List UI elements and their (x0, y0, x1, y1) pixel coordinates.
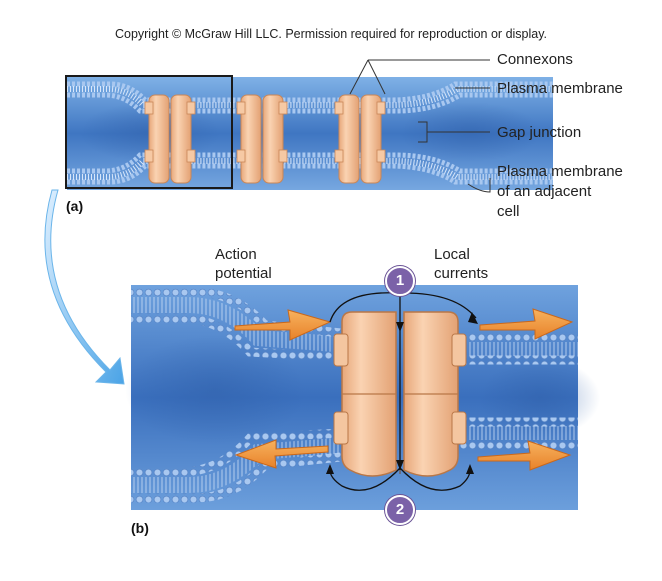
label-plasma-membrane: Plasma membrane (497, 80, 623, 97)
gap-junction-channel-1 (144, 94, 196, 184)
zoom-highlight-box (65, 75, 233, 189)
step-1-badge: 1 (385, 266, 415, 296)
panel-b-tag: (b) (131, 520, 149, 536)
arrow-right-outgoing-bottom (477, 440, 572, 471)
label-action-potential-1: Action (215, 246, 257, 263)
arrow-left-incoming (234, 309, 332, 341)
zoom-arrow (44, 189, 125, 385)
lower-plasma-membrane (67, 152, 553, 185)
label-adjacent-membrane-1: Plasma membrane (497, 163, 623, 180)
action-potential-arrows (234, 308, 574, 471)
panel-a-tag: (a) (66, 198, 84, 214)
step-2-badge: 2 (385, 495, 415, 525)
arrow-right-outgoing-top (479, 308, 574, 340)
connexon-pair-enlarged (333, 311, 467, 477)
upper-plasma-membrane (67, 81, 553, 114)
arrow-left-outgoing-bottom (234, 439, 329, 469)
label-gap-junction: Gap junction (497, 124, 582, 141)
cell-cytoplasm-b-left (125, 335, 305, 445)
leader-lines (349, 59, 491, 193)
panel-b-illustration (125, 285, 600, 510)
label-action-potential-2: potential (215, 265, 272, 282)
label-connexons: Connexons (497, 51, 573, 68)
label-local-currents-1: Local (434, 246, 470, 263)
panel-a-illustration (44, 59, 553, 385)
label-adjacent-membrane-2: of an adjacent (497, 183, 592, 200)
copyright-notice: Copyright © McGraw Hill LLC. Permission … (114, 27, 548, 41)
gap-junction-channel-2 (236, 94, 288, 184)
local-current-arrowheads (326, 312, 478, 474)
label-local-currents-2: currents (434, 265, 489, 282)
gap-junction-channel-3 (334, 94, 386, 184)
label-adjacent-membrane-3: cell (497, 203, 520, 220)
upper-membrane-b (131, 287, 578, 365)
